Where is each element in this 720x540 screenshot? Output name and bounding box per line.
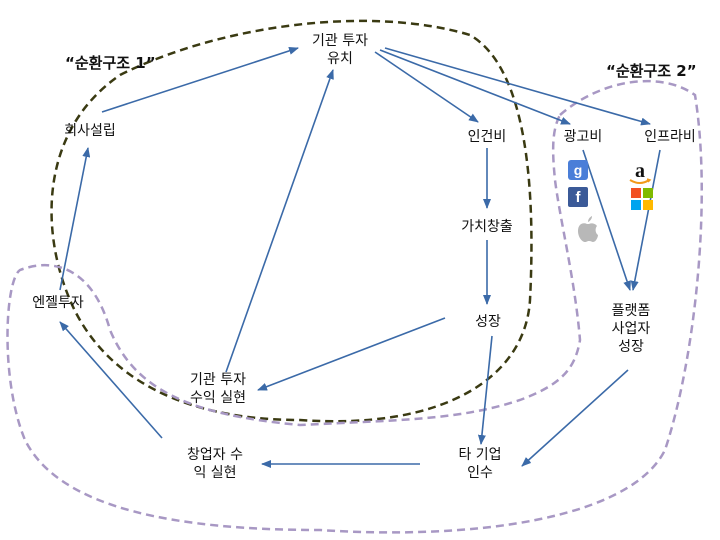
arrow-infra-to-platform [630, 149, 661, 291]
node-vc-investment: 기관 투자 유치 [300, 32, 380, 68]
structure-2-label: “순환구조 2” [606, 62, 697, 80]
arrow-vcreturn-to-vc [225, 69, 334, 373]
node-ad-cost: 광고비 [550, 128, 616, 146]
node-ad-cost-line-1: 광고비 [563, 129, 603, 145]
node-growth: 성장 [460, 313, 516, 331]
node-personnel-cost-line-1: 인건비 [467, 129, 507, 145]
node-value-creation: 가치창출 [447, 218, 527, 236]
node-acquisition-line-2: 인수 [467, 465, 493, 481]
node-growth-line-1: 성장 [475, 314, 501, 330]
node-company-founding-line-1: 회사설립 [64, 123, 116, 139]
node-vc-return-line-1: 기관 투자 [190, 372, 246, 388]
node-vc-return: 기관 투자 수익 실현 [173, 371, 263, 407]
node-infra-cost: 인프라비 [630, 128, 710, 146]
amazon-icon: a [635, 159, 645, 182]
node-acquisition: 타 기업 인수 [440, 446, 520, 482]
google-icon: g [568, 160, 588, 180]
arrow-vc-to-infra [384, 47, 651, 126]
node-acquisition-line-1: 타 기업 [458, 447, 502, 463]
arrow-platform-to-acquisition [521, 369, 629, 467]
microsoft-icon [631, 188, 653, 210]
node-platform-growth: 플랫폼 사업자 성장 [596, 302, 666, 356]
node-founder-return-line-2: 익 실현 [193, 465, 237, 481]
node-infra-cost-line-1: 인프라비 [644, 129, 696, 145]
node-company-founding: 회사설립 [50, 122, 130, 140]
node-founder-return: 창업자 수 익 실현 [170, 446, 260, 482]
node-personnel-cost: 인건비 [452, 128, 522, 146]
arrow-growth-to-vcreturn [257, 317, 446, 391]
facebook-icon: f [568, 187, 588, 207]
arrow-founding-to-vc [101, 46, 299, 113]
loop-structure-2 [6, 79, 703, 534]
structure-1-label: “순환구조 1” [65, 54, 156, 72]
arrow-angel-to-founding [59, 147, 91, 291]
amazon-smile-icon [629, 178, 652, 184]
node-vc-investment-line-2: 유치 [327, 51, 353, 67]
arrow-vc-to-ad [379, 49, 571, 125]
arrow-founderreturn-to-angel [59, 321, 163, 439]
node-platform-growth-line-1: 플랫폼 [611, 303, 651, 319]
node-angel-investment: 엔젤투자 [18, 294, 98, 312]
arrow-vc-to-personnel [374, 51, 479, 123]
arrow-ad-to-platform [582, 149, 631, 291]
node-angel-investment-line-1: 엔젤투자 [32, 295, 84, 311]
node-vc-return-line-2: 수익 실현 [190, 390, 246, 406]
node-founder-return-line-1: 창업자 수 [187, 447, 243, 463]
node-platform-growth-line-2: 사업자 [611, 321, 651, 337]
arrow-growth-to-acquisition [477, 335, 493, 445]
apple-icon [578, 216, 598, 242]
node-vc-investment-line-1: 기관 투자 [312, 33, 368, 49]
node-value-creation-line-1: 가치창출 [461, 219, 513, 235]
node-platform-growth-line-3: 성장 [618, 339, 644, 355]
loop-structure-1 [50, 19, 533, 423]
